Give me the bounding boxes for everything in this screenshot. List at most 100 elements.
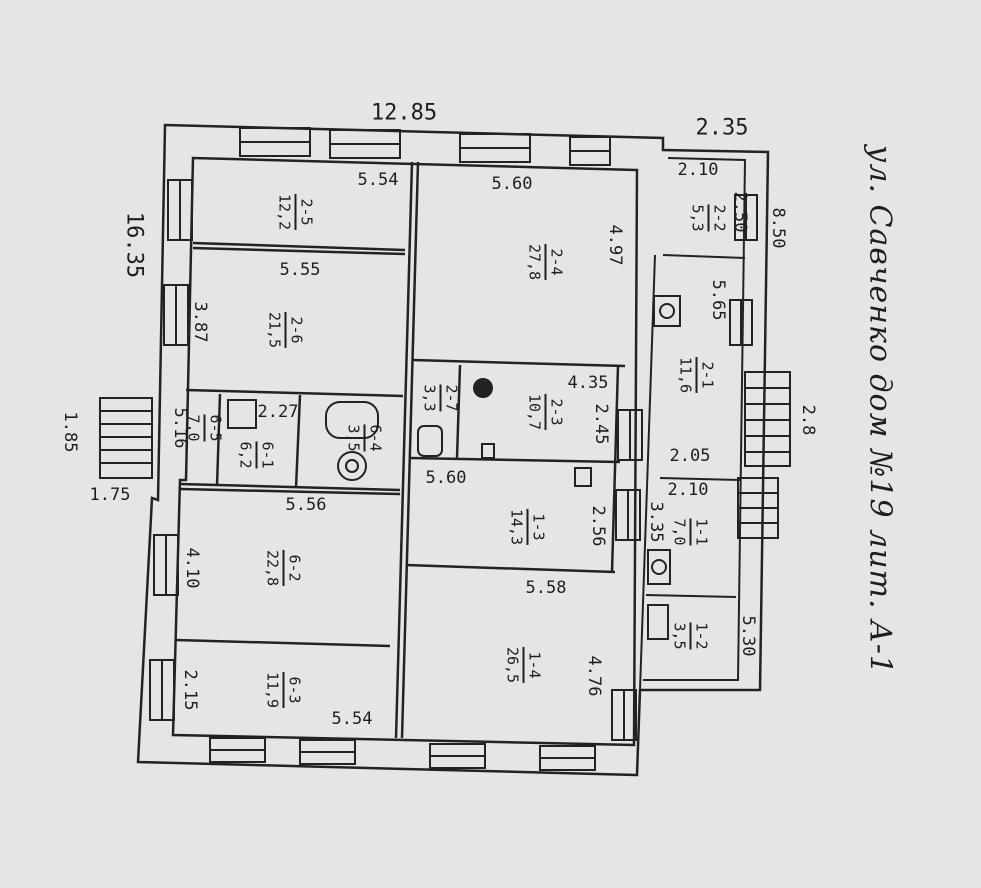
room-divider xyxy=(203,414,206,442)
room-area: 11,6 xyxy=(676,356,695,394)
dim-r24-height: 4.97 xyxy=(605,224,625,266)
room-code: 6-2 xyxy=(285,554,304,582)
room-code: 1-1 xyxy=(692,518,711,546)
room-area: 14,3 xyxy=(507,508,526,546)
room-code: 2-5 xyxy=(297,198,316,226)
dim-porch-left-w: 1.75 xyxy=(89,485,131,505)
room-code: 6-4 xyxy=(366,424,385,452)
room-divider xyxy=(544,243,547,281)
dim-porch-right: 2.8 xyxy=(798,404,818,436)
room-code: 2-3 xyxy=(547,398,566,426)
dim-r21-height: 5.65 xyxy=(708,279,728,321)
room-divider xyxy=(363,424,366,452)
room-area: 22,8 xyxy=(263,549,282,587)
room-code: 1-4 xyxy=(525,651,544,679)
room-divider xyxy=(689,622,692,650)
room-divider xyxy=(544,393,547,431)
room-code: 1-3 xyxy=(529,513,548,541)
dim-r11-width: 2.10 xyxy=(667,480,709,500)
dim-top-right: 2.35 xyxy=(695,115,749,141)
dim-r62-height: 4.10 xyxy=(182,547,202,589)
dim-r26-height: 3.87 xyxy=(190,301,210,343)
dim-r25-top: 5.54 xyxy=(357,170,399,190)
dim-r23-width: 4.35 xyxy=(567,373,609,393)
dim-r22-height: 2.50 xyxy=(730,191,750,233)
room-divider xyxy=(707,204,710,232)
room-divider xyxy=(282,671,285,709)
room-code: 2-2 xyxy=(710,204,729,232)
room-code: 6-5 xyxy=(206,414,225,442)
dim-r13-height: 2.56 xyxy=(588,505,608,547)
windows xyxy=(149,127,758,771)
room-divider xyxy=(284,311,287,349)
dim-porch-left-h: 1.85 xyxy=(60,411,80,453)
dim-left-overall: 16.35 xyxy=(121,211,147,279)
room-area: 3,5 xyxy=(670,622,689,650)
room-area: 6,2 xyxy=(236,441,255,469)
dim-r22-width: 2.10 xyxy=(677,160,719,180)
room-area: 7,0 xyxy=(670,518,689,546)
room-area: 12,2 xyxy=(275,193,294,231)
dim-r13-top: 5.60 xyxy=(425,468,467,488)
dim-r11-height: 3.35 xyxy=(646,501,666,543)
room-area: 27,8 xyxy=(525,243,544,281)
room-code: 2-4 xyxy=(547,248,566,276)
right-annex xyxy=(639,157,747,691)
room-code: 1-2 xyxy=(692,622,711,650)
room-divider xyxy=(689,518,692,546)
room-area: 26,5 xyxy=(503,646,522,684)
room-code: 2-7 xyxy=(442,384,461,412)
dim-r63-width: 5.54 xyxy=(331,709,373,729)
room-divider xyxy=(282,549,285,587)
room-area: 11,9 xyxy=(263,671,282,709)
room-area: 10,7 xyxy=(525,393,544,431)
dim-top-overall: 12.85 xyxy=(370,100,438,126)
dim-r23-height: 2.45 xyxy=(591,403,611,445)
dim-r63-height: 2.15 xyxy=(180,669,200,711)
porches xyxy=(99,371,791,539)
dim-r21-width: 2.05 xyxy=(669,446,711,466)
address-title: ул. Савченко дом №19 лит. А-1 xyxy=(862,144,898,676)
room-area: 5,3 xyxy=(688,204,707,232)
room-code: 2-6 xyxy=(287,316,306,344)
room-code: 2-1 xyxy=(698,361,717,389)
room-divider xyxy=(439,384,442,412)
dim-r24-top: 5.60 xyxy=(491,174,533,194)
dim-r14-top: 5.58 xyxy=(525,578,567,598)
room-divider xyxy=(255,441,258,469)
room-code: 6-3 xyxy=(285,676,304,704)
room-area: 21,5 xyxy=(265,311,284,349)
dim-r62-top: 5.56 xyxy=(285,495,327,515)
interior-walls xyxy=(175,161,626,739)
dim-right-upper: 8.50 xyxy=(768,207,788,249)
room-divider xyxy=(526,508,529,546)
dim-r26-width: 5.55 xyxy=(279,260,321,280)
room-area: 7,0 xyxy=(184,414,203,442)
dim-right-lower: 5.30 xyxy=(738,615,758,657)
room-divider xyxy=(522,646,525,684)
fixtures xyxy=(227,295,681,640)
dim-r65-width: 2.27 xyxy=(257,402,299,422)
dim-r14-height: 4.76 xyxy=(584,655,604,697)
room-divider xyxy=(294,193,297,231)
room-divider xyxy=(695,356,698,394)
room-code: 6-1 xyxy=(258,441,277,469)
